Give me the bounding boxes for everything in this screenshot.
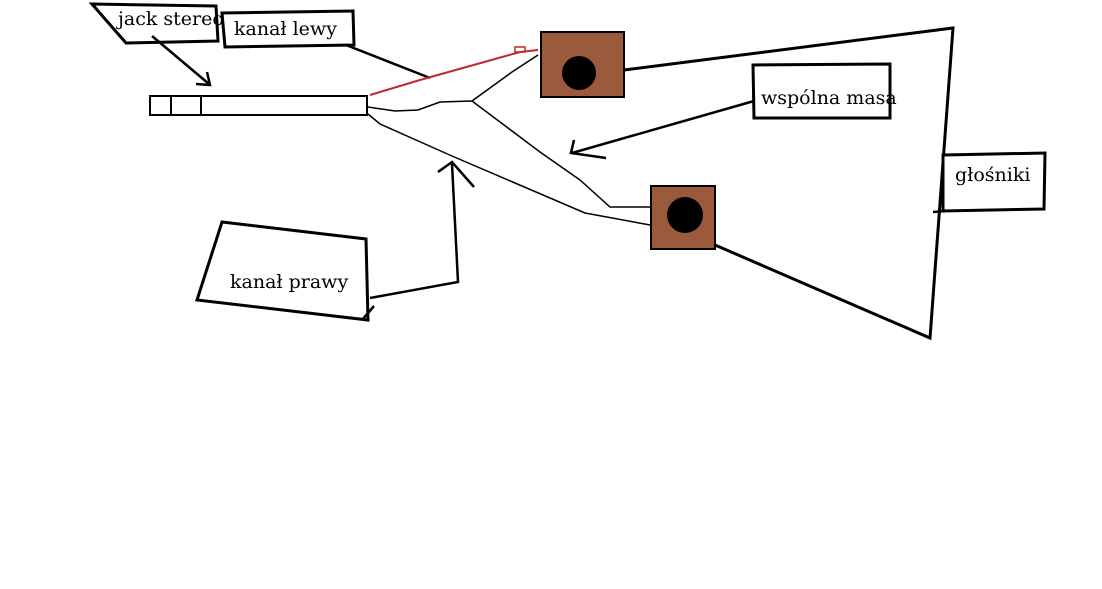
speaker-left: [540, 31, 625, 98]
jack-plug: [149, 95, 368, 116]
speaker-left-cone: [562, 56, 596, 90]
label-glosniki: głośniki: [932, 151, 1047, 214]
label-wspolna-masa: wspólna masa: [751, 62, 897, 120]
arrow-kanal-prawy: [369, 160, 475, 300]
label-kanal-prawy: kanał prawy: [195, 220, 375, 322]
arrow-jack-stereo: [151, 35, 212, 87]
label-kanal-prawy-box: [195, 220, 370, 322]
label-jack-stereo-box: [88, 2, 220, 45]
wire-common-ground: [367, 54, 650, 208]
label-glosniki-text: głośniki: [955, 164, 1030, 186]
label-glosniki-box: [941, 151, 1047, 213]
label-jack-stereo: jack stereo: [88, 2, 224, 45]
pointer-kanal-lewy: [345, 43, 431, 80]
wire-right-channel: [367, 113, 651, 226]
label-kanal-lewy-box: [220, 9, 356, 49]
arrow-wspolna-masa: [569, 99, 755, 160]
wire-left-channel-tip: [514, 46, 526, 53]
label-wspolna-masa-text: wspólna masa: [761, 87, 897, 109]
label-kanal-lewy: kanał lewy: [220, 9, 356, 49]
label-kanal-prawy-text: kanał prawy: [230, 271, 348, 293]
wire-left-channel: [369, 49, 539, 96]
label-kanal-lewy-text: kanał lewy: [234, 18, 337, 40]
label-jack-stereo-text: jack stereo: [116, 8, 224, 30]
speaker-right: [650, 185, 716, 250]
speaker-right-cone: [667, 197, 703, 233]
